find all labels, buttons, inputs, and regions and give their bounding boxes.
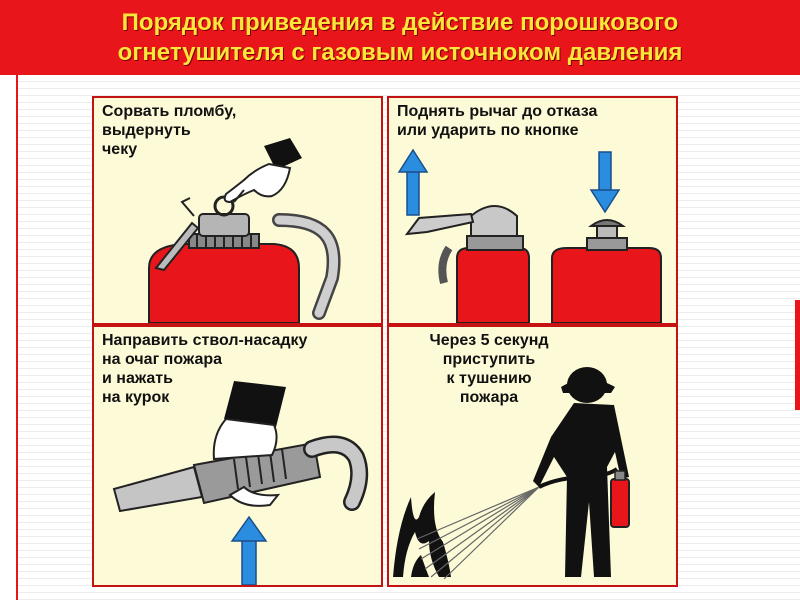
- step-4-caption: Через 5 секунд приступить к тушению пожа…: [389, 331, 589, 407]
- step-1-line-1: Сорвать пломбу,: [102, 103, 237, 120]
- left-border-strip: [0, 75, 18, 600]
- step-panel-3: Направить ствол-насадку на очаг пожара и…: [92, 325, 383, 587]
- step-2-caption: Поднять рычаг до отказа или ударить по к…: [397, 102, 597, 140]
- extinguisher-icon: [404, 205, 530, 323]
- step-3-line-4: на курок: [102, 389, 170, 406]
- step-3-line-3: и нажать: [102, 370, 173, 387]
- step-3-line-1: Направить ствол-насадку: [102, 332, 308, 349]
- step-4-illustration: [393, 367, 630, 580]
- step-panel-1: Сорвать пломбу, выдернуть чеку: [92, 96, 383, 325]
- hand-icon: [223, 138, 302, 204]
- step-4-line-3: к тушению: [446, 370, 532, 387]
- step-1-caption: Сорвать пломбу, выдернуть чеку: [102, 102, 236, 159]
- step-2-illustration: [397, 148, 662, 323]
- step-1-line-3: чеку: [102, 141, 138, 158]
- step-3-line-2: на очаг пожара: [102, 351, 223, 368]
- header-title-line-1: Порядок приведения в действие порошковог…: [121, 8, 679, 36]
- step-1-illustration: [148, 138, 341, 323]
- button-icon: [587, 219, 627, 227]
- extinguisher-icon: [148, 195, 300, 323]
- spray-icon: [416, 486, 540, 580]
- step-4-line-1: Через 5 секунд: [429, 332, 549, 349]
- up-arrow-icon: [397, 148, 429, 216]
- step-2-line-2: или ударить по кнопке: [397, 122, 579, 139]
- step-4-line-2: приступить: [442, 351, 536, 368]
- step-3-illustration: [112, 381, 369, 585]
- right-edge-tab: [795, 300, 800, 410]
- firefighter-icon: [533, 367, 629, 577]
- hand-icon: [212, 381, 286, 507]
- step-3-caption: Направить ствол-насадку на очаг пожара и…: [102, 331, 307, 407]
- step-4-line-4: пожара: [459, 389, 519, 406]
- step-panel-4: Через 5 секунд приступить к тушению пожа…: [387, 325, 678, 587]
- extinguisher-icon: [551, 219, 662, 323]
- up-arrow-icon: [230, 515, 268, 585]
- step-2-line-1: Поднять рычаг до отказа: [397, 103, 598, 120]
- step-1-line-2: выдернуть: [102, 122, 191, 139]
- lever-icon: [404, 212, 475, 236]
- header-title-line-2: огнетушителя с газовым источноком давлен…: [117, 38, 683, 66]
- page-header: Порядок приведения в действие порошковог…: [0, 0, 800, 75]
- step-panel-2: Поднять рычаг до отказа или ударить по к…: [387, 96, 678, 325]
- nozzle-icon: [112, 435, 369, 513]
- fire-icon: [393, 492, 451, 577]
- down-arrow-icon: [589, 151, 621, 214]
- extinguisher-icon: [538, 467, 630, 528]
